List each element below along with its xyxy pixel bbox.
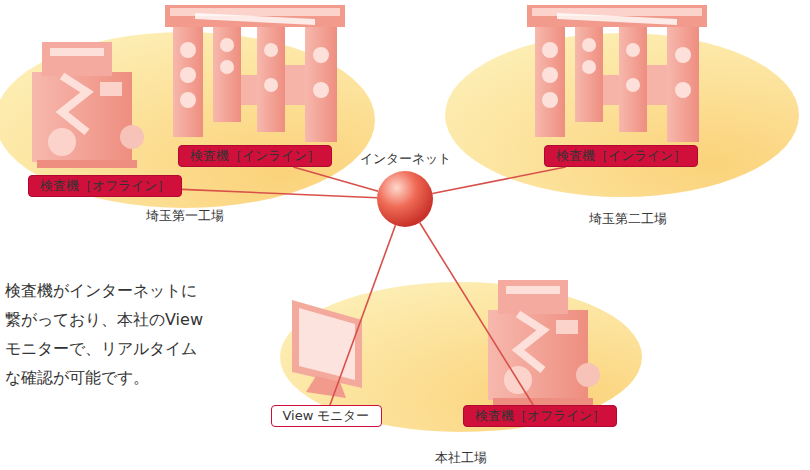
box-label: 検査機［インライン］: [190, 147, 320, 165]
box-label: 検査機［オフライン］: [475, 407, 605, 425]
description-note: 検査機がインターネットに繋がっており、本社のViewモニターで、リアルタイムな確…: [5, 276, 205, 392]
node-label: インターネット: [350, 150, 460, 168]
inspection-box: 検査機［インライン］: [178, 145, 332, 167]
box-label: 検査機［オフライン］: [40, 177, 170, 195]
factory-ellipse: [445, 35, 810, 228]
box-label: 検査機［インライン］: [556, 147, 686, 165]
internet-node: インターネット: [350, 150, 460, 228]
inspection-box: 検査機［オフライン］: [28, 175, 182, 197]
node-label: 埼玉第一工場: [0, 207, 375, 225]
internet-ball: [375, 169, 435, 229]
box-label: View モニター: [283, 407, 370, 425]
inspection-box: 検査機［オフライン］: [463, 405, 617, 427]
factory-region: 本社工場 View モニター 検査機［オフライン］: [280, 285, 642, 467]
monitor-box: View モニター: [271, 405, 382, 427]
node-label: 本社工場: [280, 449, 642, 467]
factory-ellipse: [280, 285, 642, 467]
node-label: 埼玉第二工場: [445, 210, 810, 228]
inspection-box: 検査機［インライン］: [544, 145, 698, 167]
factory-region: 埼玉第二工場 検査機［インライン］: [445, 35, 810, 228]
factory-region: 埼玉第一工場 検査機［インライン］ 検査機［オフライン］: [0, 30, 375, 225]
